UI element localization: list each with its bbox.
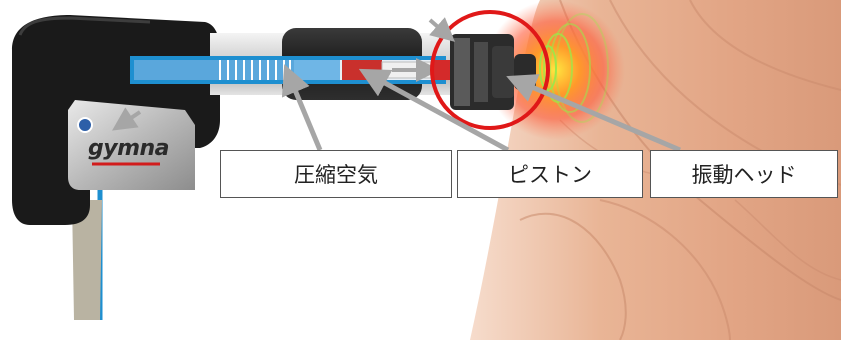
logo-plate (68, 100, 195, 190)
brand-logo-text: gymna (88, 136, 170, 161)
shockwave-rings (539, 13, 609, 123)
label-vibration-head: 振動ヘッド (650, 150, 838, 198)
callout-arrows (112, 17, 681, 153)
cable-sleeve (72, 200, 102, 320)
label-compressed-air: 圧縮空気 (220, 150, 452, 198)
label-piston: ピストン (457, 150, 643, 198)
red-circle-highlight (430, 10, 550, 130)
gymna-logo-icon (77, 117, 93, 133)
